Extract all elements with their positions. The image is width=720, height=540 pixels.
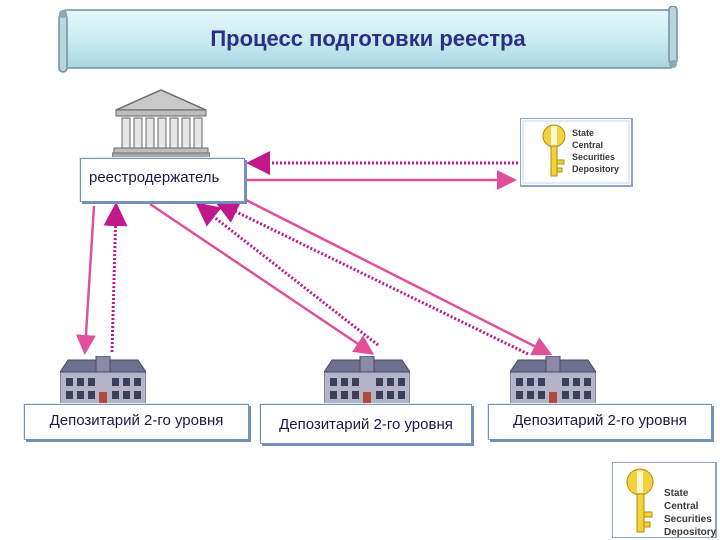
depository-label-3: Депозитарий 2-го уровня: [513, 412, 687, 429]
scroll-banner-shape: [58, 6, 678, 73]
depository-box-2: Депозитарий 2-го уровня: [260, 404, 472, 444]
greek-temple-icon: [112, 89, 210, 160]
logo-line2: Central: [664, 501, 699, 512]
arrow-dep3-to-registrar: [214, 201, 529, 356]
depository-box-1: Депозитарий 2-го уровня: [24, 404, 249, 440]
logo-line3: Securities: [572, 152, 615, 162]
depository-label-1: Депозитарий 2-го уровня: [49, 412, 224, 429]
page-title: Процесс подготовки реестра: [210, 26, 526, 51]
logo-line4: Depository: [664, 527, 717, 538]
title-banner: Процесс подготовки реестра: [58, 6, 678, 73]
arrow-dep2-to-registrar: [195, 202, 379, 347]
office-building-icon: [324, 356, 410, 406]
arrow-registrar-to-dep2: [149, 202, 375, 355]
office-building-icon: [60, 356, 146, 406]
depository-label-2: Депозитарий 2-го уровня: [279, 416, 453, 433]
logo-line3: Securities: [664, 514, 712, 525]
registrar-box: реестродержатель: [80, 158, 245, 202]
logo-line4: Depository: [572, 164, 619, 174]
arrow-registrar-to-dep1: [75, 205, 96, 355]
key-logo-icon: State Central Securities Depository: [520, 118, 633, 187]
depository-box-3: Депозитарий 2-го уровня: [488, 404, 712, 440]
office-building-icon: [510, 356, 596, 406]
logo-line1: State: [664, 488, 689, 499]
logo-line2: Central: [572, 140, 603, 150]
arrow-dep1-to-registrar: [103, 202, 128, 353]
arrow-registrar-to-dep3: [245, 198, 553, 356]
key-logo-icon: State Central Securities Depository: [612, 462, 717, 538]
logo-line1: State: [572, 128, 594, 138]
registrar-label: реестродержатель: [89, 169, 220, 186]
